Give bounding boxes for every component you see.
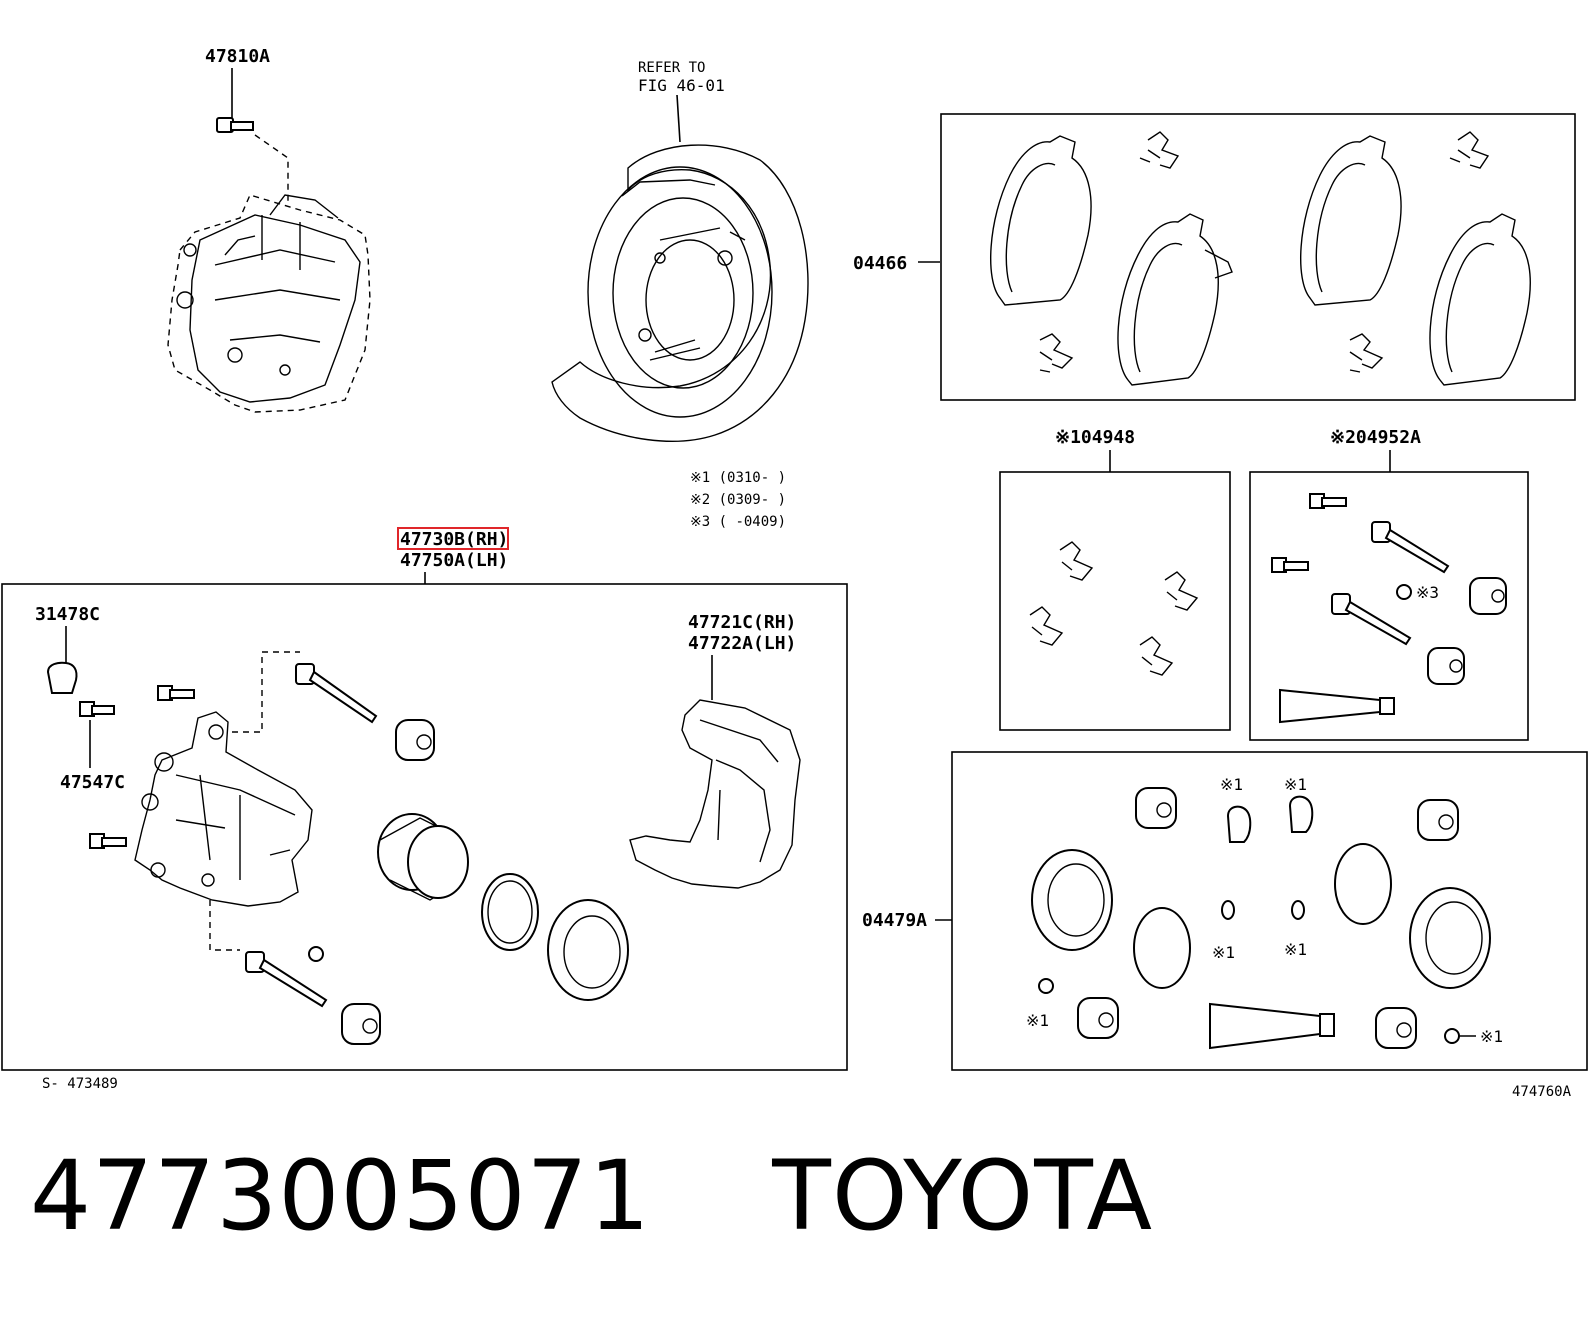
note-2: ※2 (0309- ) xyxy=(690,492,786,508)
caption: 4773005071 TOYOTA xyxy=(30,1140,1153,1252)
piston-seal-icon xyxy=(1031,849,1113,951)
bolt-icon xyxy=(1309,493,1347,509)
note-3: ※3 ( -0409) xyxy=(690,514,786,530)
label-right-code: 474760A xyxy=(1512,1084,1572,1100)
bleeder-plug-icon xyxy=(79,701,115,717)
bolt-icon xyxy=(216,117,254,133)
caliper-assembly-group: 47730B(RH) 47750A(LH) 31478C 47547C xyxy=(1,527,848,1071)
pads-kit-group: 04466 xyxy=(853,113,1576,401)
clip-icon xyxy=(1291,900,1305,920)
pin-kit-2-group: ※204952A ※3 xyxy=(1249,427,1529,741)
notes: ※1 (0310- ) ※2 (0309- ) ※3 ( -0409) xyxy=(690,470,786,530)
label-left-code: S- 473489 xyxy=(42,1076,118,1092)
dust-boot-icon xyxy=(547,899,629,1001)
brake-pad-icon xyxy=(989,135,1092,306)
label-47721C-rh: 47721C(RH) xyxy=(688,612,796,633)
label-47750A-lh: 47750A(LH) xyxy=(400,550,508,571)
washer-icon xyxy=(1396,584,1412,600)
label-47730B-rh: 47730B(RH) xyxy=(400,529,508,550)
clip-kit-1-box xyxy=(999,471,1231,731)
seal-kit-group: 04479A ※1 ※1 ※1 ※1 ※1 ※1 xyxy=(862,751,1588,1071)
o-ring-icon xyxy=(1133,907,1191,989)
boot-icon xyxy=(395,719,435,761)
grease-tube-icon xyxy=(1209,1002,1335,1050)
caliper-assembly-box xyxy=(1,583,848,1071)
boot-icon xyxy=(1469,577,1507,615)
piston-seal-icon xyxy=(481,873,539,951)
brake-pad-icon xyxy=(1117,213,1233,386)
piston-icon xyxy=(377,813,469,901)
boot-icon xyxy=(1375,1007,1417,1049)
pad-clip-icon xyxy=(1349,333,1384,373)
washer-icon xyxy=(1038,978,1054,994)
guide-pin-icon xyxy=(295,663,378,724)
label-47547C: 47547C xyxy=(60,772,125,793)
bolt-icon xyxy=(89,833,127,849)
guide-pin-icon xyxy=(245,951,328,1008)
label-47722A-lh: 47722A(LH) xyxy=(688,633,796,654)
mounting-bracket-icon xyxy=(629,699,801,889)
boot-icon xyxy=(1135,787,1177,829)
label-sym-1: ※1 xyxy=(1284,775,1307,794)
label-sym-3: ※3 xyxy=(1416,583,1439,602)
bolt-icon xyxy=(1271,557,1309,573)
bleeder-cap-icon xyxy=(46,661,78,694)
label-31478C: 31478C xyxy=(35,604,100,625)
grease-tube-icon xyxy=(1279,688,1395,724)
boot-icon xyxy=(1417,799,1459,841)
part-number: 4773005071 xyxy=(30,1140,651,1252)
boot-icon xyxy=(341,1003,381,1045)
label-47810A: 47810A xyxy=(205,46,270,67)
label-sym-1: ※1 xyxy=(1026,1011,1049,1030)
pad-clip-icon xyxy=(1449,131,1490,169)
label-sym-1: ※1 xyxy=(1284,940,1307,959)
washer-icon xyxy=(1444,1028,1460,1044)
brake-pad-icon xyxy=(1299,135,1402,306)
highlight-box xyxy=(397,527,509,550)
pad-clip-icon xyxy=(1139,131,1180,169)
label-kit-204952A: ※204952A xyxy=(1330,427,1421,448)
washer-icon xyxy=(308,946,324,962)
pin-kit-2-box xyxy=(1249,471,1529,741)
label-sym-1: ※1 xyxy=(1220,775,1243,794)
boot-icon xyxy=(1427,647,1465,685)
caliper-body-icon xyxy=(134,711,313,907)
parts-diagram: 47810A REFER TO FIG 46-01 04466 xyxy=(1,46,1588,1100)
backing-plate-assembly: REFER TO FIG 46-01 xyxy=(551,60,809,442)
label-kit-104948: ※104948 xyxy=(1055,427,1135,448)
label-refer-to: REFER TO xyxy=(638,60,705,76)
piston-seal-icon xyxy=(1409,887,1491,989)
o-ring-icon xyxy=(1334,843,1392,925)
brake-pad-icon xyxy=(1429,213,1531,386)
label-04466: 04466 xyxy=(853,253,907,274)
seal-kit-box xyxy=(951,751,1588,1071)
guide-pin-icon xyxy=(1371,521,1450,574)
label-sym-1: ※1 xyxy=(1212,943,1235,962)
boot-icon xyxy=(1077,997,1119,1039)
clip-kit-1-group: ※104948 xyxy=(999,427,1231,731)
top-caliper-assembly: 47810A xyxy=(167,46,371,413)
label-04479A: 04479A xyxy=(862,910,927,931)
label-sym-1: ※1 xyxy=(1480,1027,1503,1046)
brand-name: TOYOTA xyxy=(772,1140,1154,1252)
label-fig-46-01: FIG 46-01 xyxy=(638,76,725,95)
pad-clip-icon xyxy=(1039,333,1074,373)
note-1: ※1 (0310- ) xyxy=(690,470,786,486)
bolt-icon xyxy=(157,685,195,701)
clip-icon xyxy=(1221,900,1235,920)
bleeder-cap-icon xyxy=(1226,805,1252,843)
guide-pin-icon xyxy=(1331,593,1412,646)
pads-kit-box xyxy=(940,113,1576,401)
bleeder-cap-icon xyxy=(1288,795,1314,833)
